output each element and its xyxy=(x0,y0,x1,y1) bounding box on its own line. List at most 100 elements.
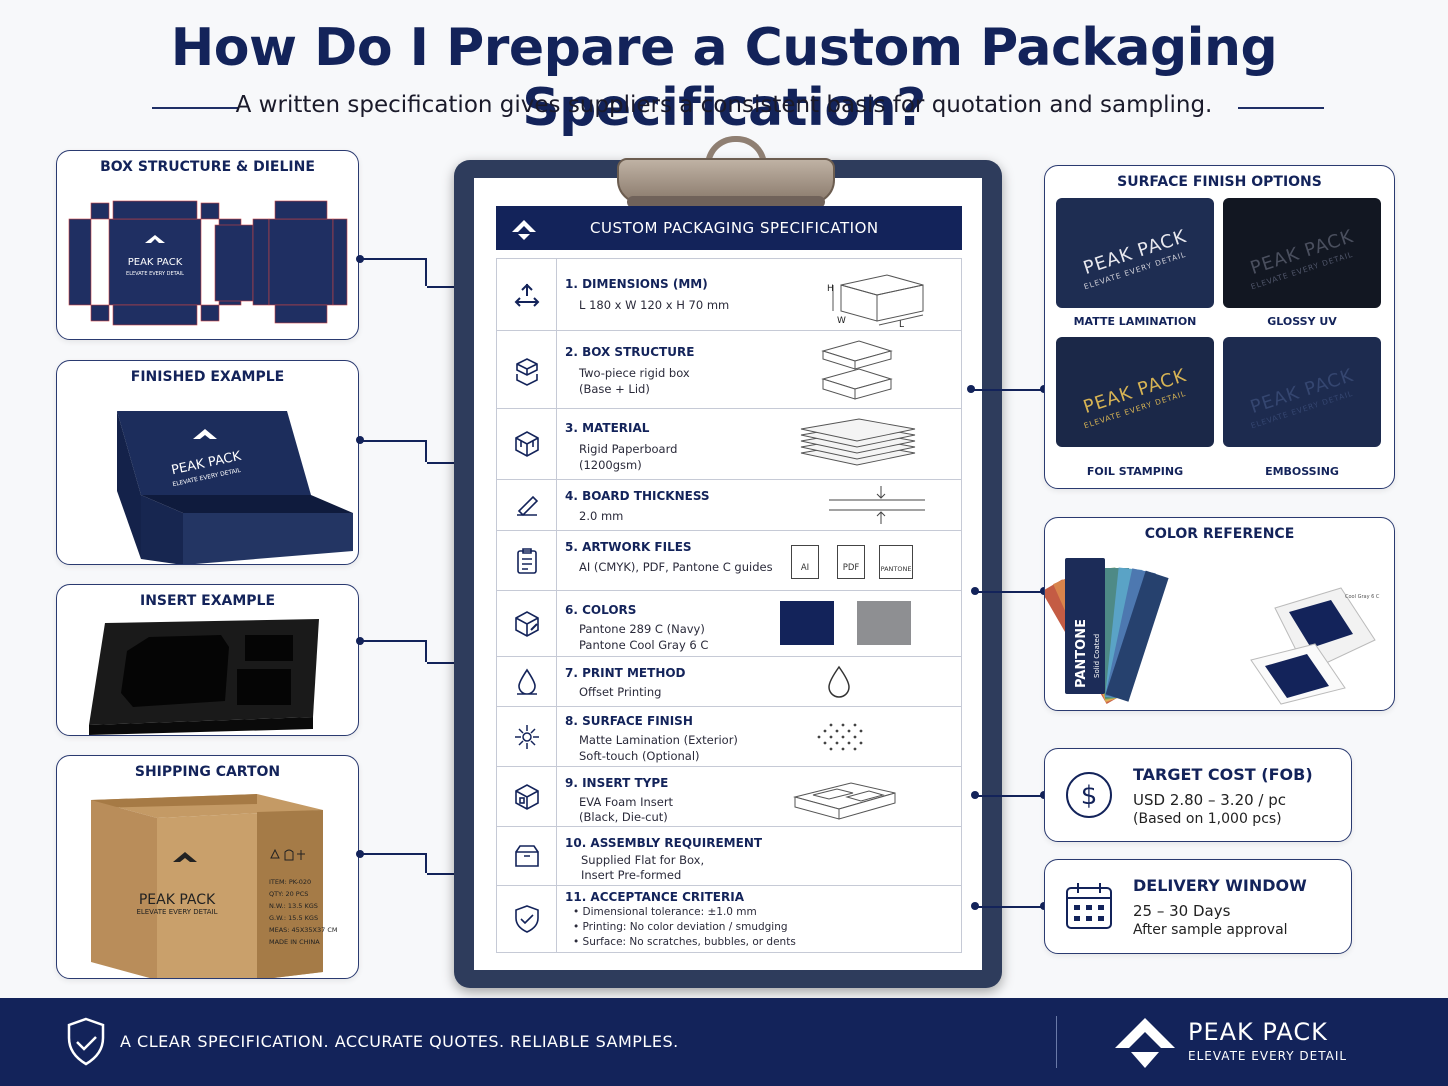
spec-table: 1. DIMENSIONS (MM) L 180 x W 120 x H 70 … xyxy=(496,258,962,953)
clip-ring xyxy=(705,136,767,170)
insert-box-icon xyxy=(497,767,557,826)
spec-row-value: Pantone 289 C (Navy) xyxy=(579,622,705,636)
file-ai-icon: AI xyxy=(791,545,819,579)
tile-embossing: PEAK PACK ELEVATE EVERY DETAIL xyxy=(1223,337,1381,447)
spec-row-value: Soft-touch (Optional) xyxy=(579,749,700,763)
carton-mark-1: ITEM: PK-020 xyxy=(269,878,311,886)
panel-finished-example: FINISHED EXAMPLE PEAK PACK ELEVATE EVERY… xyxy=(56,360,359,565)
spec-row-value: Matte Lamination (Exterior) xyxy=(579,733,738,747)
color-cube-icon xyxy=(497,591,557,656)
spec-row-value: • Surface: No scratches, bubbles, or den… xyxy=(573,936,796,948)
spec-row-value: Rigid Paperboard xyxy=(579,442,678,456)
spec-row-title: 1. DIMENSIONS (MM) xyxy=(565,277,708,291)
footer-slogan: A CLEAR SPECIFICATION. ACCURATE QUOTES. … xyxy=(120,1032,679,1051)
panel-title-surface: SURFACE FINISH OPTIONS xyxy=(1117,174,1322,190)
thickness-gauge-icon xyxy=(829,486,925,524)
shield-check-icon xyxy=(497,886,557,952)
spec-row-value: EVA Foam Insert xyxy=(579,795,674,809)
spec-row-value: L 180 x W 120 x H 70 mm xyxy=(579,298,730,312)
panel-color-reference: COLOR REFERENCE PANTONE Solid Coated Coo… xyxy=(1044,517,1395,711)
spec-row-colors: 6. COLORS Pantone 289 C (Navy) Pantone C… xyxy=(497,591,961,657)
tile-foil: PEAK PACK ELEVATE EVERY DETAIL xyxy=(1056,337,1214,447)
spec-row-dimensions: 1. DIMENSIONS (MM) L 180 x W 120 x H 70 … xyxy=(497,259,961,331)
spec-header: CUSTOM PACKAGING SPECIFICATION xyxy=(496,206,962,250)
spec-header-title: CUSTOM PACKAGING SPECIFICATION xyxy=(590,219,879,237)
tile-matte: PEAK PACK ELEVATE EVERY DETAIL xyxy=(1056,198,1214,308)
spec-row-value: (Base + Lid) xyxy=(579,382,650,396)
carton-brand: PEAK PACK xyxy=(139,892,216,908)
material-cube-icon xyxy=(497,409,557,479)
page-subtitle: A written specification gives suppliers … xyxy=(235,92,1213,118)
eva-insert-icon xyxy=(793,782,896,820)
label-foil: FOIL STAMPING xyxy=(1086,465,1184,478)
drop-icon xyxy=(828,665,850,698)
carton-mark-3: N.W.: 13.5 KGS xyxy=(269,902,318,910)
spec-row-value: AI (CMYK), PDF, Pantone C guides xyxy=(579,560,773,574)
sample-label: Cool Gray 6 C xyxy=(1345,594,1380,600)
delivery-days: 25 – 30 Days xyxy=(1133,902,1231,920)
footer-brand-tagline: ELEVATE EVERY DETAIL xyxy=(1188,1049,1348,1063)
dollar-icon: $ xyxy=(1066,772,1112,818)
spec-row-value: (Black, Die-cut) xyxy=(579,810,668,824)
spec-row-value: • Printing: No color deviation / smudgin… xyxy=(573,921,788,933)
open-box-icon xyxy=(497,827,557,885)
shield-check-icon xyxy=(67,1017,105,1066)
panel-title-insert: INSERT EXAMPLE xyxy=(139,593,276,609)
panel-title-color: COLOR REFERENCE xyxy=(1144,526,1295,542)
carton-mark-5: MEAS: 45X35X37 CM xyxy=(269,926,337,934)
spec-row-value: (1200gsm) xyxy=(579,458,642,472)
subtitle-rule-left xyxy=(152,107,238,109)
spec-row-value: • Dimensional tolerance: ±1.0 mm xyxy=(573,906,757,918)
spec-row-assembly: 10. ASSEMBLY REQUIREMENT Supplied Flat f… xyxy=(497,827,961,886)
carton-mark-4: G.W.: 15.5 KGS xyxy=(269,914,318,922)
ruler-icon xyxy=(497,259,557,330)
dieline-tagline: ELEVATE EVERY DETAIL xyxy=(126,271,184,277)
target-cost-title: TARGET COST (FOB) xyxy=(1133,765,1313,784)
spec-row-title: 6. COLORS xyxy=(565,603,637,617)
subtitle-rule-right xyxy=(1238,107,1324,109)
panel-delivery-window: DELIVERY WINDOW 25 – 30 Days After sampl… xyxy=(1044,859,1352,954)
spec-row-value: 2.0 mm xyxy=(579,509,624,523)
spec-row-title: 10. ASSEMBLY REQUIREMENT xyxy=(565,836,763,850)
panel-insert-example: INSERT EXAMPLE xyxy=(56,584,359,736)
dimension-diagram-icon: H W L xyxy=(827,274,924,329)
paperboard-stack-icon xyxy=(800,418,916,466)
carton-illustration: PEAK PACK ELEVATE EVERY DETAIL ITEM: PK-… xyxy=(91,794,337,978)
two-piece-box-icon xyxy=(821,340,893,400)
spec-row-title: 3. MATERIAL xyxy=(565,421,650,435)
spec-row-value: Insert Pre-formed xyxy=(581,868,682,882)
panel-title-finished: FINISHED EXAMPLE xyxy=(130,369,285,385)
page-title: How Do I Prepare a Custom Packaging Spec… xyxy=(170,18,1278,138)
peak-logo-icon xyxy=(512,220,536,240)
tile-glossy: PEAK PACK ELEVATE EVERY DETAIL xyxy=(1223,198,1381,308)
spec-row-acceptance: 11. ACCEPTANCE CRITERIA • Dimensional to… xyxy=(497,886,961,952)
delivery-title: DELIVERY WINDOW xyxy=(1133,876,1307,895)
spec-row-artwork-files: 5. ARTWORK FILES AI (CMYK), PDF, Pantone… xyxy=(497,531,961,591)
dieline-illustration: PEAK PACK ELEVATE EVERY DETAIL xyxy=(68,200,348,326)
label-matte: MATTE LAMINATION xyxy=(1073,315,1197,328)
dieline-brand: PEAK PACK xyxy=(128,257,183,268)
spec-row-title: 2. BOX STRUCTURE xyxy=(565,345,695,359)
panel-title-structure: BOX STRUCTURE & DIELINE xyxy=(100,159,315,175)
spec-row-title: 4. BOARD THICKNESS xyxy=(565,489,710,503)
foam-insert-illustration xyxy=(89,619,319,735)
panel-target-cost: $ TARGET COST (FOB) USD 2.80 – 3.20 / pc… xyxy=(1044,748,1352,842)
spec-row-value: Offset Printing xyxy=(579,685,662,699)
finished-box-illustration: PEAK PACK ELEVATE EVERY DETAIL xyxy=(117,411,353,564)
spec-row-board-thickness: 4. BOARD THICKNESS 2.0 mm xyxy=(497,480,961,531)
swatch-navy xyxy=(780,601,834,645)
texture-dots-icon xyxy=(817,723,863,751)
carton-mark-6: MADE IN CHINA xyxy=(269,938,320,946)
footer-bar: A CLEAR SPECIFICATION. ACCURATE QUOTES. … xyxy=(0,998,1448,1086)
label-glossy: GLOSSY UV xyxy=(1267,315,1337,328)
spec-row-surface-finish: 8. SURFACE FINISH Matte Lamination (Exte… xyxy=(497,707,961,767)
spec-row-value: Two-piece rigid box xyxy=(579,366,690,380)
pantone-brand: PANTONE xyxy=(1074,619,1089,688)
sparkle-icon xyxy=(497,707,557,766)
footer-divider xyxy=(1056,1016,1057,1068)
pantone-sub: Solid Coated xyxy=(1093,634,1101,678)
spec-row-title: 5. ARTWORK FILES xyxy=(565,540,692,554)
footer-brand-name: PEAK PACK xyxy=(1188,1018,1328,1046)
calendar-icon xyxy=(1066,883,1112,929)
spec-row-title: 8. SURFACE FINISH xyxy=(565,714,693,728)
